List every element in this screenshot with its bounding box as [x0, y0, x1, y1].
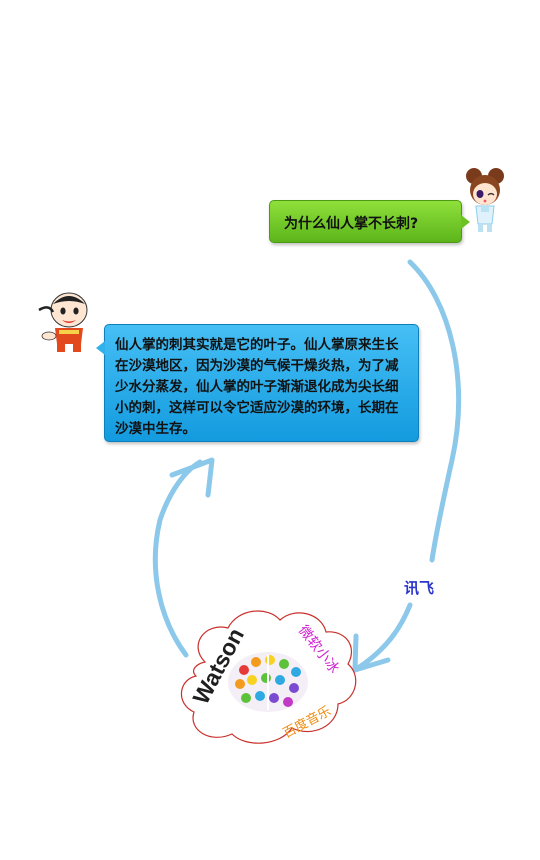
girl-avatar-icon [466, 168, 504, 232]
arrowhead-to-answer [169, 457, 215, 498]
arrow-to-cloud [355, 602, 413, 671]
brain-icon [228, 652, 308, 712]
answer-bubble: 仙人掌的刺其实就是它的叶子。仙人掌原来生长在沙漠地区，因为沙漠的气候干燥炎热，为… [96, 324, 419, 442]
boy-avatar-icon [38, 292, 88, 352]
arrowhead-to-cloud [352, 633, 391, 673]
question-bubble: 为什么仙人掌不长刺? [269, 200, 470, 243]
xunfei-label: 讯飞 [404, 579, 435, 597]
question-text: 为什么仙人掌不长刺? [284, 216, 419, 232]
arrow-cloud-to-answer [152, 459, 203, 658]
arrow-question-to-cloud [407, 259, 462, 563]
answer-text: 仙人掌的刺其实就是它的叶子。仙人掌原来生长在沙漠地区，因为沙漠的气候干燥炎热，为… [115, 337, 399, 437]
